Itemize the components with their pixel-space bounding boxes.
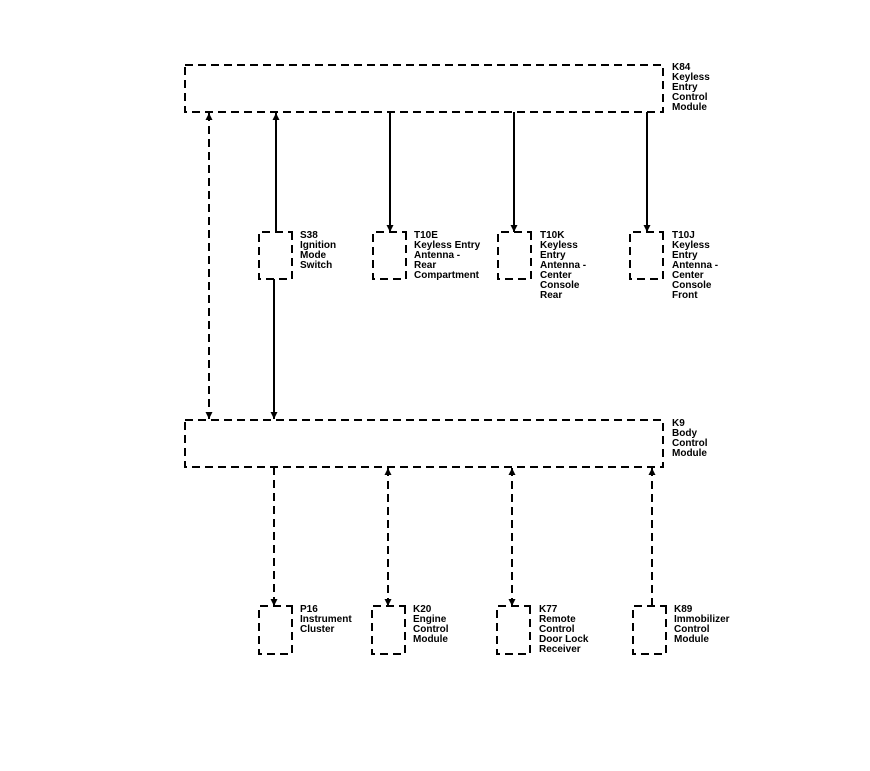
module-desc-t10j-line-5: Console [672, 280, 712, 291]
module-box-k77 [496, 605, 531, 655]
module-code-k9: K9 [672, 418, 685, 429]
module-desc-k20-line-1: Engine [413, 614, 447, 625]
module-box-t10j [629, 231, 664, 280]
module-code-t10k: T10K [540, 230, 565, 241]
module-desc-p16-line-2: Cluster [300, 624, 335, 635]
label-k9: K9 Body Control Module [672, 419, 708, 459]
module-desc-k77-line-2: Control [539, 624, 575, 635]
label-k20: K20 Engine Control Module [413, 605, 449, 645]
module-code-k84: K84 [672, 62, 691, 73]
module-code-k77: K77 [539, 604, 558, 615]
module-desc-k20-line-2: Control [413, 624, 449, 635]
module-desc-t10e-line-3: Rear [414, 260, 437, 271]
label-t10k: T10K Keyless Entry Antenna - Center Cons… [540, 231, 586, 301]
module-code-k20: K20 [413, 604, 432, 615]
module-desc-k89-line-1: Immobilizer [674, 614, 730, 625]
label-p16: P16 Instrument Cluster [300, 605, 352, 635]
module-desc-k84-line-1: Keyless [672, 72, 710, 83]
module-desc-t10k-line-6: Rear [540, 290, 563, 301]
module-desc-t10k-line-4: Center [540, 270, 572, 281]
module-desc-t10k-line-3: Antenna - [540, 260, 587, 271]
module-desc-s38-line-1: Ignition [300, 240, 337, 251]
module-code-p16: P16 [300, 604, 318, 615]
label-t10j: T10J Keyless Entry Antenna - Center Cons… [672, 231, 718, 301]
module-box-t10e [372, 231, 407, 280]
module-box-s38 [258, 231, 293, 280]
module-desc-k77-line-4: Receiver [539, 644, 581, 655]
label-k77: K77 Remote Control Door Lock Receiver [539, 605, 588, 655]
module-desc-k84-line-3: Control [672, 92, 708, 103]
module-desc-k9-line-2: Control [672, 438, 708, 449]
module-desc-k89-line-2: Control [674, 624, 710, 635]
module-box-t10k [497, 231, 532, 280]
module-desc-t10k-line-1: Keyless [540, 240, 578, 251]
module-desc-k89-line-3: Module [674, 634, 709, 645]
module-desc-t10j-line-1: Keyless [672, 240, 710, 251]
module-box-k9 [184, 419, 664, 468]
module-box-k20 [371, 605, 406, 655]
module-desc-k77-line-3: Door Lock [539, 634, 589, 645]
module-desc-t10e-line-1: Keyless Entry [414, 240, 481, 251]
module-code-k89: K89 [674, 604, 693, 615]
module-desc-k20-line-3: Module [413, 634, 448, 645]
module-desc-k84-line-2: Entry [672, 82, 698, 93]
module-code-t10j: T10J [672, 230, 695, 241]
module-desc-k9-line-3: Module [672, 448, 707, 459]
module-box-p16 [258, 605, 293, 655]
label-k89: K89 Immobilizer Control Module [674, 605, 730, 645]
module-desc-t10j-line-6: Front [672, 290, 698, 301]
label-k84: K84 Keyless Entry Control Module [672, 63, 710, 113]
module-desc-t10e-line-4: Compartment [414, 270, 480, 281]
module-box-k84 [184, 64, 664, 113]
module-desc-k84-line-4: Module [672, 102, 707, 113]
module-desc-t10k-line-5: Console [540, 280, 580, 291]
module-desc-t10e-line-2: Antenna - [414, 250, 461, 261]
module-desc-s38-line-3: Switch [300, 260, 333, 271]
module-code-t10e: T10E [414, 230, 438, 241]
module-box-k89 [632, 605, 667, 655]
module-desc-t10j-line-3: Antenna - [672, 260, 719, 271]
module-desc-t10j-line-2: Entry [672, 250, 698, 261]
module-desc-t10k-line-2: Entry [540, 250, 566, 261]
label-t10e: T10E Keyless Entry Antenna - Rear Compar… [414, 231, 480, 281]
label-s38: S38 Ignition Mode Switch [300, 231, 336, 271]
module-desc-k77-line-1: Remote [539, 614, 576, 625]
module-desc-p16-line-1: Instrument [300, 614, 352, 625]
module-desc-s38-line-2: Mode [300, 250, 327, 261]
module-desc-k9-line-1: Body [672, 428, 697, 439]
module-desc-t10j-line-4: Center [672, 270, 704, 281]
module-code-s38: S38 [300, 230, 318, 241]
